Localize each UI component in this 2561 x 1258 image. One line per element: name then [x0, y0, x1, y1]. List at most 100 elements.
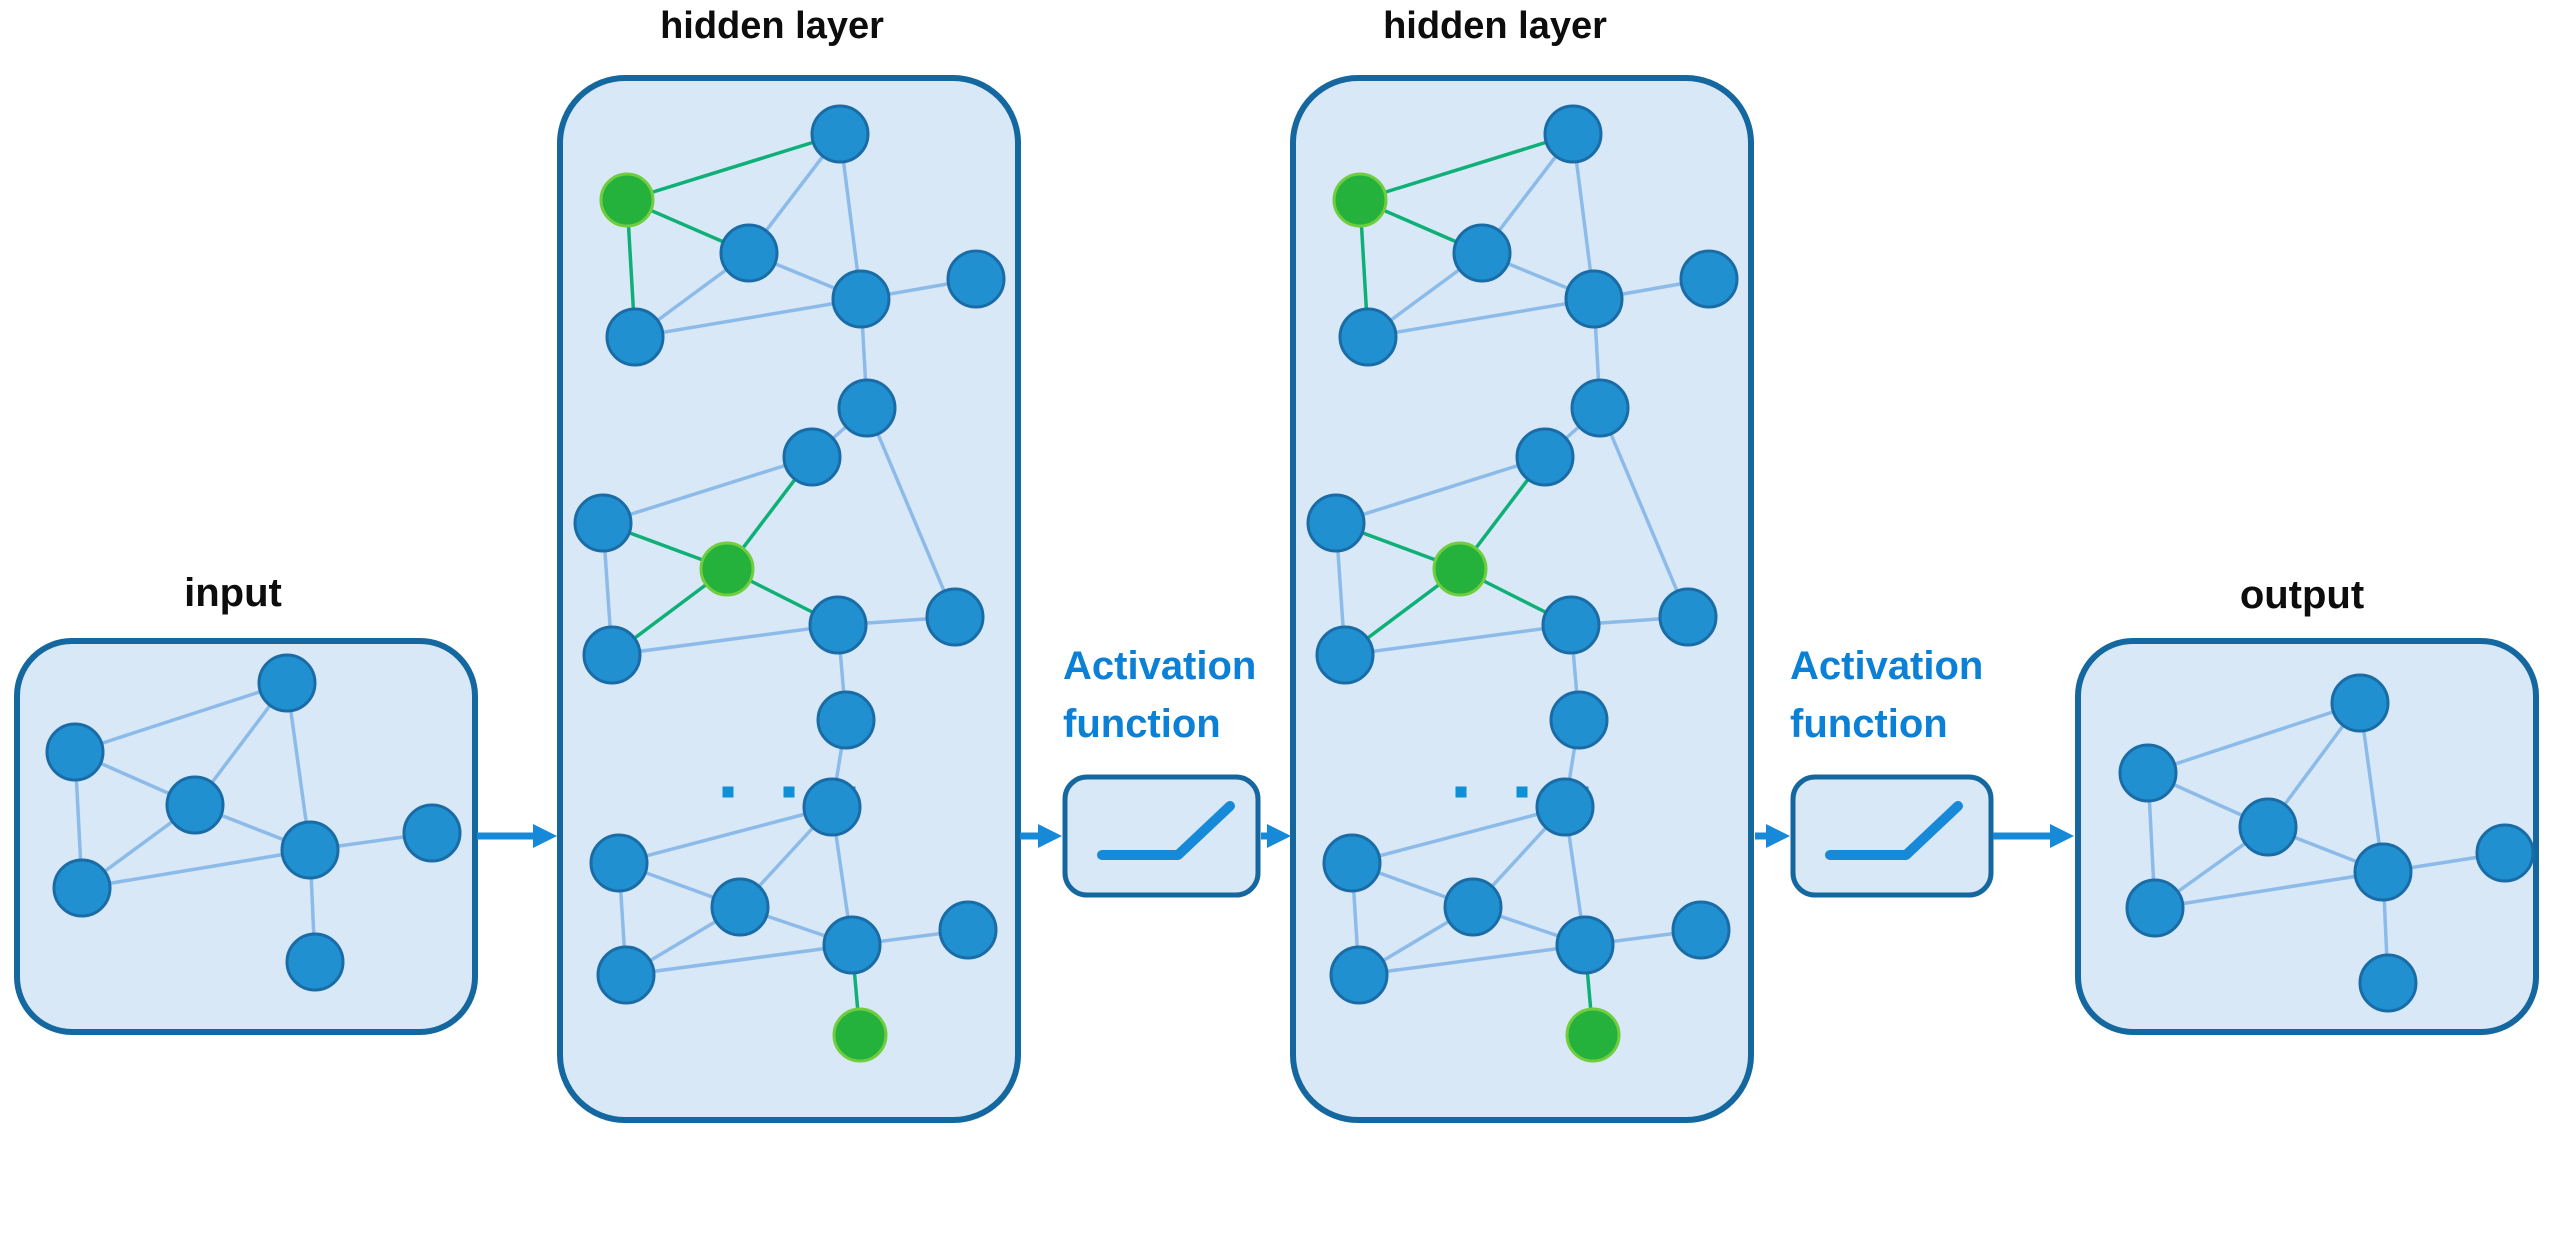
graph-edge [865, 407, 957, 618]
graph-node [808, 595, 868, 655]
graph-node [1658, 587, 1718, 647]
graph-node [1322, 833, 1382, 893]
arrow-hidden1-to-activation1-head [1038, 824, 1062, 848]
green-graph-node [832, 1007, 888, 1063]
graph-edge [602, 455, 813, 525]
graph-node [280, 820, 340, 880]
graph-node [782, 427, 842, 487]
graph-edge-green [1359, 132, 1574, 202]
graph-node [2358, 953, 2418, 1013]
graph-edge [1358, 943, 1586, 977]
graph-node [816, 690, 876, 750]
graph-node [1555, 915, 1615, 975]
graph-node [589, 833, 649, 893]
graph-node [2330, 673, 2390, 733]
input-box [14, 638, 478, 1035]
green-graph-node [1432, 541, 1488, 597]
graph-node [1443, 877, 1503, 937]
graph-node [1315, 625, 1375, 685]
graph-edge [634, 297, 862, 339]
graph-edge [1367, 297, 1595, 339]
arrow-input-to-hidden1-head [533, 824, 557, 848]
graph-node [285, 932, 345, 992]
relu-icon-2 [1825, 801, 1963, 860]
arrow-activation1-to-hidden2-head [1267, 824, 1291, 848]
graph-node [810, 104, 870, 164]
relu-icon-1 [1097, 801, 1235, 860]
graph-edge [611, 623, 839, 657]
output-label: output [2239, 573, 2365, 617]
graph-edge [2154, 870, 2384, 910]
hidden-layer-1-label: hidden layer [660, 5, 884, 47]
graph-node [2238, 797, 2298, 857]
activation-box-2 [1790, 774, 1994, 898]
arrow-activation2-to-output-head [2050, 824, 2074, 848]
graph-node [1338, 307, 1398, 367]
graph-edge [1598, 407, 1690, 618]
arrow-hidden2-to-activation2-head [1766, 824, 1790, 848]
graph-node [1564, 269, 1624, 329]
graph-node [925, 587, 985, 647]
graph-node [946, 249, 1006, 309]
activation-label-2: Activation function [1790, 637, 1983, 753]
graph-node [1306, 493, 1366, 553]
graph-node [1549, 690, 1609, 750]
graph-node [582, 625, 642, 685]
activation-label-1-line1: Activation [1063, 644, 1257, 688]
graph-node [605, 307, 665, 367]
graph-node [1535, 777, 1595, 837]
graph-node [719, 223, 779, 283]
graph-node [822, 915, 882, 975]
output-box [2075, 638, 2539, 1035]
graph-node [2118, 743, 2178, 803]
activation-box-1 [1062, 774, 1261, 898]
graph-node [257, 653, 317, 713]
graph-node [1515, 427, 1575, 487]
graph-node [938, 900, 998, 960]
graph-node [1570, 378, 1630, 438]
graph-node [2475, 823, 2535, 883]
graph-node [802, 777, 862, 837]
graph-node [2353, 842, 2413, 902]
green-graph-node [699, 541, 755, 597]
graph-edge [81, 848, 311, 890]
graph-node [1679, 249, 1739, 309]
graph-node [831, 269, 891, 329]
input-label: input [184, 571, 282, 615]
graph-edge [2147, 701, 2361, 775]
ellipsis-dot [1516, 786, 1528, 798]
graph-edge [1351, 805, 1566, 865]
ellipsis-dot [783, 786, 795, 798]
activation-label-1-line2: function [1063, 702, 1221, 746]
activation-label-2-line1: Activation [1790, 644, 1984, 688]
graph-edge-green [626, 132, 841, 202]
graph-node [596, 945, 656, 1005]
graph-edge [625, 943, 853, 977]
graph-node [1329, 945, 1389, 1005]
hidden-layer-2-label: hidden layer [1383, 5, 1607, 47]
graph-node [165, 775, 225, 835]
activation-label-2-line2: function [1790, 702, 1948, 746]
graph-node [710, 877, 770, 937]
graph-edge [74, 681, 288, 754]
green-graph-node [599, 172, 655, 228]
graph-node [45, 722, 105, 782]
graph-node [52, 858, 112, 918]
green-graph-node [1565, 1007, 1621, 1063]
ellipsis-dot [722, 786, 734, 798]
graph-node [573, 493, 633, 553]
ellipsis-dot [1455, 786, 1467, 798]
graph-node [1543, 104, 1603, 164]
graph-node [1671, 900, 1731, 960]
graph-node [837, 378, 897, 438]
graph-edge [1335, 455, 1546, 525]
activation-label-1: Activation function [1063, 637, 1256, 753]
graph-node [1541, 595, 1601, 655]
graph-node [2125, 878, 2185, 938]
graph-node [402, 803, 462, 863]
graph-edge [618, 805, 833, 865]
graph-edge [1344, 623, 1572, 657]
green-graph-node [1332, 172, 1388, 228]
